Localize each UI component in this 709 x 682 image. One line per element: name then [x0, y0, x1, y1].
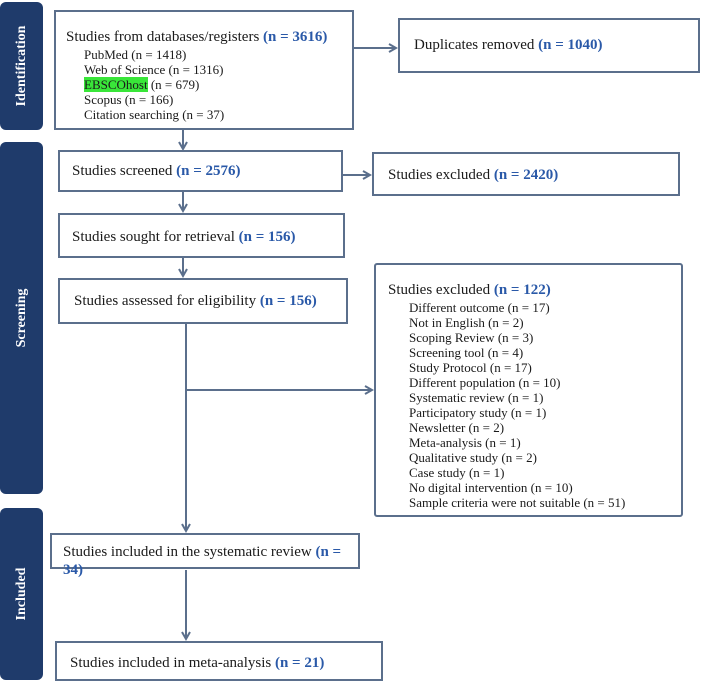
excluded-screening-text: Studies excluded [388, 167, 494, 183]
meta-analysis-label: Studies included in meta-analysis (n = 2… [70, 654, 381, 672]
included-review-box: Studies included in the systematic revie… [50, 533, 360, 578]
assessed-box: Studies assessed for eligibility (n = 15… [58, 278, 348, 324]
duplicates-label: Duplicates removed (n = 1040) [414, 36, 698, 54]
identification-title: Studies from databases/registers (n = 36… [66, 28, 342, 46]
source-ebscohost-name: EBSCOhost [84, 77, 148, 92]
reason-item: Sample criteria were not suitable (n = 5… [409, 495, 626, 510]
reason-item: Participatory study (n = 1) [409, 405, 547, 420]
source-ebscohost-count: (n = 679) [147, 77, 200, 92]
assessed-label: Studies assessed for eligibility (n = 15… [74, 292, 346, 310]
excluded-eligibility-box: Studies excluded (n = 122) Different out… [374, 263, 683, 517]
excluded-eligibility-text: Studies excluded [388, 282, 494, 298]
sought-label: Studies sought for retrieval (n = 156) [72, 228, 343, 246]
reason-item: Screening tool (n = 4) [409, 345, 524, 360]
source-ebscohost: EBSCOhost (n = 679) [84, 77, 342, 92]
excluded-screening-label: Studies excluded (n = 2420) [388, 166, 678, 184]
screened-label: Studies screened (n = 2576) [72, 162, 341, 180]
phase-label-included: Included [0, 508, 43, 680]
reason-item: No digital intervention (n = 10) [409, 480, 573, 495]
sought-box: Studies sought for retrieval (n = 156) [58, 213, 345, 258]
reason-item: Qualitative study (n = 2) [409, 450, 537, 465]
reason-item: Meta-analysis (n = 1) [409, 435, 521, 450]
reason-item: Systematic review (n = 1) [409, 390, 544, 405]
reason-item: Different population (n = 10) [409, 375, 561, 390]
reason-item: Case study (n = 1) [409, 465, 505, 480]
excluded-screening-box: Studies excluded (n = 2420) [372, 152, 680, 196]
reason-item: Newsletter (n = 2) [409, 420, 505, 435]
source-pubmed: PubMed (n = 1418) [84, 47, 187, 62]
sought-text: Studies sought for retrieval [72, 229, 239, 245]
meta-analysis-text: Studies included in meta-analysis [70, 655, 275, 671]
excluded-eligibility-title: Studies excluded (n = 122) [388, 281, 681, 299]
screened-box: Studies screened (n = 2576) [58, 150, 343, 192]
screened-count: (n = 2576) [176, 163, 241, 179]
source-scopus: Scopus (n = 166) [84, 92, 174, 107]
identification-title-count: (n = 3616) [263, 29, 328, 45]
meta-analysis-box: Studies included in meta-analysis (n = 2… [55, 641, 383, 681]
assessed-text: Studies assessed for eligibility [74, 293, 260, 309]
duplicates-box: Duplicates removed (n = 1040) [398, 18, 700, 73]
included-review-text: Studies included in the systematic revie… [63, 544, 316, 560]
identification-box: Studies from databases/registers (n = 36… [54, 10, 354, 130]
source-web-of-science: Web of Science (n = 1316) [84, 62, 224, 77]
duplicates-count: (n = 1040) [538, 37, 603, 53]
reason-item: Study Protocol (n = 17) [409, 360, 532, 375]
phase-label-identification: Identification [0, 2, 43, 130]
included-review-count: (n = 34) [63, 544, 342, 578]
identification-title-text: Studies from databases/registers [66, 29, 264, 45]
duplicates-text: Duplicates removed [414, 37, 539, 53]
reason-item: Scoping Review (n = 3) [409, 330, 534, 345]
phase-label-screening: Screening [0, 142, 43, 494]
assessed-count: (n = 156) [259, 293, 317, 309]
excluded-screening-count: (n = 2420) [493, 167, 559, 183]
sought-count: (n = 156) [238, 229, 296, 245]
excluded-eligibility-count: (n = 122) [493, 282, 551, 298]
meta-analysis-count: (n = 21) [274, 655, 325, 671]
screened-text: Studies screened [72, 163, 177, 179]
source-citation-searching: Citation searching (n = 37) [84, 107, 225, 122]
reason-item: Different outcome (n = 17) [409, 300, 550, 315]
included-review-label: Studies included in the systematic revie… [63, 543, 358, 579]
reason-item: Not in English (n = 2) [409, 315, 524, 330]
